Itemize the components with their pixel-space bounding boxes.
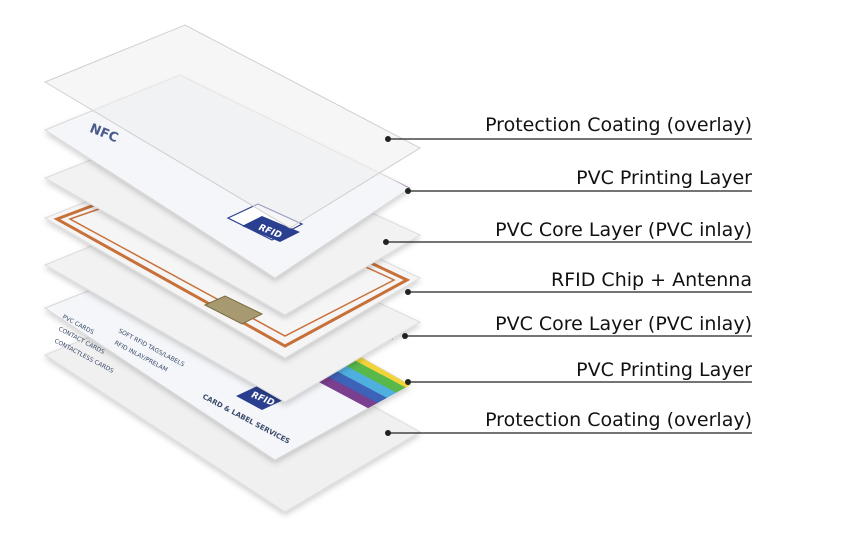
label-protection-coating-top: Protection Coating (overlay) xyxy=(485,114,752,136)
label-pvc-core-upper: PVC Core Layer (PVC inlay) xyxy=(495,219,752,241)
callout-pvc-core-upper: PVC Core Layer (PVC inlay) xyxy=(383,219,752,245)
callout-pvc-printing-back: PVC Printing Layer xyxy=(405,359,752,385)
label-pvc-printing-back: PVC Printing Layer xyxy=(576,359,752,381)
label-protection-coating-bottom: Protection Coating (overlay) xyxy=(485,409,752,431)
callout-protection-coating-bottom: Protection Coating (overlay) xyxy=(385,409,752,436)
label-pvc-core-lower: PVC Core Layer (PVC inlay) xyxy=(495,313,752,335)
layer-protection-coating-top xyxy=(43,24,422,229)
callout-protection-coating-top: Protection Coating (overlay) xyxy=(385,114,752,142)
callouts: Protection Coating (overlay) PVC Printin… xyxy=(383,114,752,436)
callout-pvc-printing-front: PVC Printing Layer xyxy=(405,167,752,194)
label-pvc-printing-front: PVC Printing Layer xyxy=(576,167,752,189)
rfid-badge-front: RFID xyxy=(226,203,304,242)
callout-rfid-chip-antenna: RFID Chip + Antenna xyxy=(405,269,752,295)
rfid-chip xyxy=(203,295,264,325)
label-rfid-chip-antenna: RFID Chip + Antenna xyxy=(551,269,752,291)
callout-pvc-core-lower: PVC Core Layer (PVC inlay) xyxy=(402,313,752,339)
